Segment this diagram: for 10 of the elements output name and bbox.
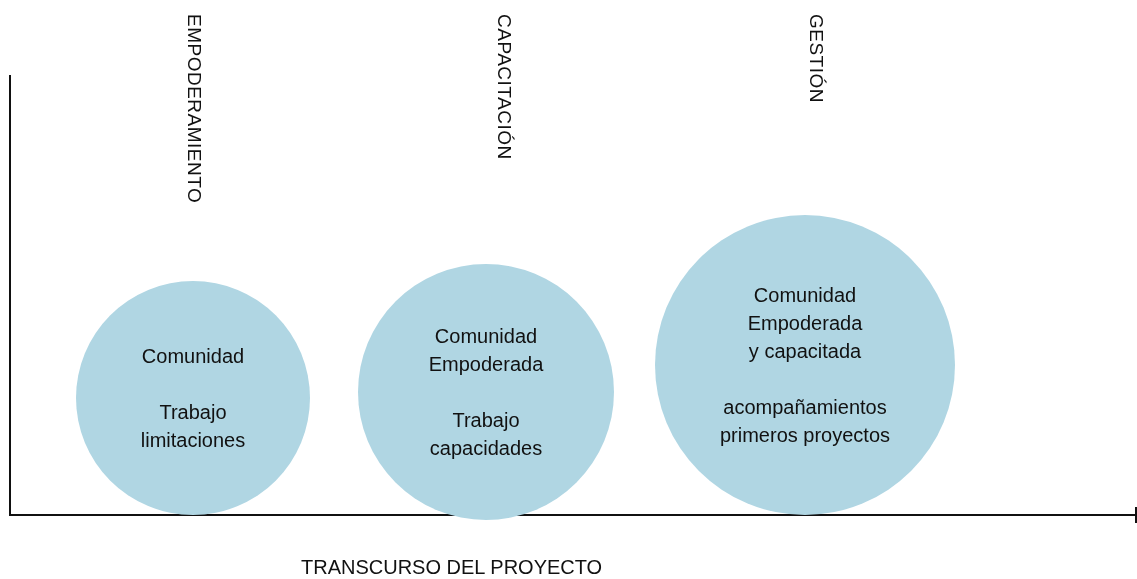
- circle-text: acompañamientos primeros proyectos: [718, 395, 892, 448]
- axis-title: TRANSCURSO DEL PROYECTO: [301, 556, 603, 579]
- circle-heading: Comunidad Empoderada y capacitada: [746, 283, 864, 364]
- circle-heading: Comunidad: [141, 344, 245, 369]
- circle-text: Trabajo limitaciones: [139, 400, 247, 453]
- stage-label: EMPODERAMIENTO: [183, 14, 205, 204]
- stage-label: GESTIÓN: [805, 14, 827, 103]
- circle-text: Trabajo capacidades: [428, 408, 544, 461]
- circle-heading: Comunidad Empoderada: [427, 324, 545, 377]
- stage-label: CAPACITACIÓN: [493, 14, 515, 160]
